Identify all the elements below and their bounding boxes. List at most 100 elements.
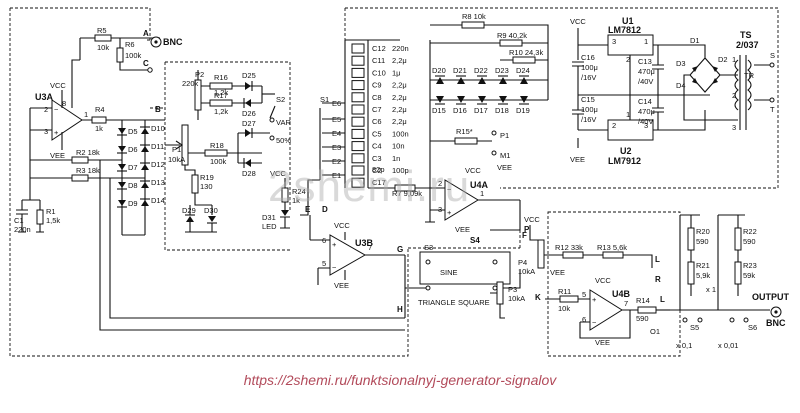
node-h: H bbox=[397, 305, 403, 314]
source-url-link[interactable]: https://2shemi.ru/funktsionalnyj-generat… bbox=[243, 372, 557, 388]
label-c14: C14 bbox=[638, 97, 652, 106]
label-d23: D23 bbox=[495, 66, 509, 75]
label-vcc-r24: VCC bbox=[270, 169, 286, 178]
label-d13: D13 bbox=[151, 178, 165, 187]
label-r7: R7 9,09k bbox=[392, 189, 422, 198]
node-k: K bbox=[535, 293, 541, 302]
label-lm7912: LM7912 bbox=[608, 156, 641, 166]
tr-pin-1: 1 bbox=[732, 55, 736, 64]
label-u4b: U4B bbox=[612, 289, 631, 299]
label-r3: R3 18k bbox=[76, 166, 100, 175]
svg-text:+: + bbox=[592, 295, 597, 304]
node-f: F bbox=[522, 231, 527, 240]
label-p3-value: 10kA bbox=[508, 294, 525, 303]
label-r5-value: 10k bbox=[97, 43, 109, 52]
label-r10: R10 24,3k bbox=[509, 48, 543, 57]
label-vee-u4b: VEE bbox=[595, 338, 610, 347]
label-r2: R2 18k bbox=[76, 148, 100, 157]
label-d17: D17 bbox=[474, 106, 488, 115]
watermark: 2shemi.ru bbox=[268, 162, 471, 211]
label-d18: D18 bbox=[495, 106, 509, 115]
label-r22-value: 590 bbox=[743, 237, 756, 246]
label-c6-value: 2,2μ bbox=[392, 117, 407, 126]
label-p4: P4 bbox=[518, 258, 527, 267]
label-vee-u4a: VEE bbox=[455, 225, 470, 234]
label-led: LED bbox=[262, 222, 277, 231]
label-r18: R18 bbox=[210, 141, 224, 150]
node-g: G bbox=[397, 245, 403, 254]
opamp-u4b-triangle bbox=[589, 289, 623, 331]
pin-2-u4a: 2 bbox=[438, 179, 442, 188]
power-supply: U1 LM7812 3 1 2 U2 LM7912 2 3 1 VCC VEE … bbox=[570, 16, 775, 166]
label-c15-voltage: /16V bbox=[581, 115, 596, 124]
label-r21: R21 bbox=[696, 261, 710, 270]
pin-1-u4a: 1 bbox=[480, 189, 484, 198]
label-c8: C8 bbox=[372, 93, 382, 102]
pin-1: 1 bbox=[84, 110, 88, 119]
label-d3: D3 bbox=[676, 59, 686, 68]
label-c7-value: 2,2μ bbox=[392, 105, 407, 114]
label-d25: D25 bbox=[242, 71, 256, 80]
label-r16-value: 1,2k bbox=[214, 88, 228, 97]
label-s3: S3 bbox=[424, 243, 433, 252]
label-s5: S5 bbox=[690, 323, 699, 332]
label-r19-value: 130 bbox=[200, 182, 213, 191]
pin-2: 2 bbox=[44, 105, 48, 114]
label-u1: U1 bbox=[622, 16, 634, 26]
label-vcc-p4: VCC bbox=[524, 215, 540, 224]
label-r18-value: 100k bbox=[210, 157, 227, 166]
node-a: A bbox=[143, 29, 149, 38]
label-c16-voltage: /16V bbox=[581, 73, 596, 82]
label-x1: x 1 bbox=[706, 285, 716, 294]
diode-d15: D15 bbox=[432, 96, 446, 115]
label-d6: D6 bbox=[128, 145, 138, 154]
label-u3b: U3B bbox=[355, 238, 374, 248]
label-r1-value: 1,5k bbox=[46, 216, 60, 225]
label-r22: R22 bbox=[743, 227, 757, 236]
label-c1: C1 bbox=[14, 216, 24, 225]
label-vcc-u3a: VCC bbox=[50, 81, 66, 90]
capacitor-c9: C9 2,2μ bbox=[351, 80, 407, 91]
opamp-u3b-triangle bbox=[329, 234, 367, 276]
label-c11-value: 2,2μ bbox=[392, 56, 407, 65]
label-c9: C9 bbox=[372, 81, 382, 90]
label-d26: D26 bbox=[242, 109, 256, 118]
label-r11-value: 10k bbox=[558, 304, 570, 313]
label-tr: TR bbox=[744, 71, 755, 80]
label-s6: S6 bbox=[748, 323, 757, 332]
label-pin-s: S bbox=[770, 51, 775, 60]
diode-d22: D22 bbox=[474, 66, 488, 84]
label-x01: x 0,1 bbox=[676, 341, 692, 350]
label-c6: C6 bbox=[372, 117, 382, 126]
input-section: R5 10k R6 100k A C BNC bbox=[79, 26, 183, 73]
label-p1-value: 10kA bbox=[168, 155, 185, 164]
node-r: R bbox=[655, 275, 661, 284]
label-p3: P3 bbox=[508, 285, 517, 294]
diode-ladder: R4 1k D5 D10 D6 D11 D7 D12 D8 D13 D9 D14… bbox=[91, 105, 165, 236]
capacitor-c6: C6 2,2μ bbox=[351, 116, 407, 127]
u1-pin-2: 2 bbox=[626, 55, 630, 64]
pin-5: 5 bbox=[322, 259, 326, 268]
label-r13: R13 5,6k bbox=[597, 243, 627, 252]
label-c13-value: 470μ bbox=[638, 67, 655, 76]
label-vee-p4: VEE bbox=[550, 268, 565, 277]
label-r1: R1 bbox=[46, 207, 56, 216]
label-x001: x 0,01 bbox=[718, 341, 738, 350]
label-vee-u3a: VEE bbox=[50, 151, 65, 160]
label-c4: C4 bbox=[372, 142, 382, 151]
label-d19: D19 bbox=[516, 106, 530, 115]
label-c3-value: 1n bbox=[392, 154, 400, 163]
u2-pin-2: 2 bbox=[612, 121, 616, 130]
label-c9-value: 2,2μ bbox=[392, 81, 407, 90]
label-d30: D30 bbox=[204, 206, 218, 215]
tr-pin-3: 3 bbox=[732, 123, 736, 132]
opamp-u3a: − + U3A VCC VEE 2 3 8 1 bbox=[29, 59, 92, 200]
label-u4a: U4A bbox=[470, 180, 489, 190]
symmetry-section: P1 10kA P2 220k R16 1,2k R17 1,2k D25 D2… bbox=[165, 70, 306, 233]
